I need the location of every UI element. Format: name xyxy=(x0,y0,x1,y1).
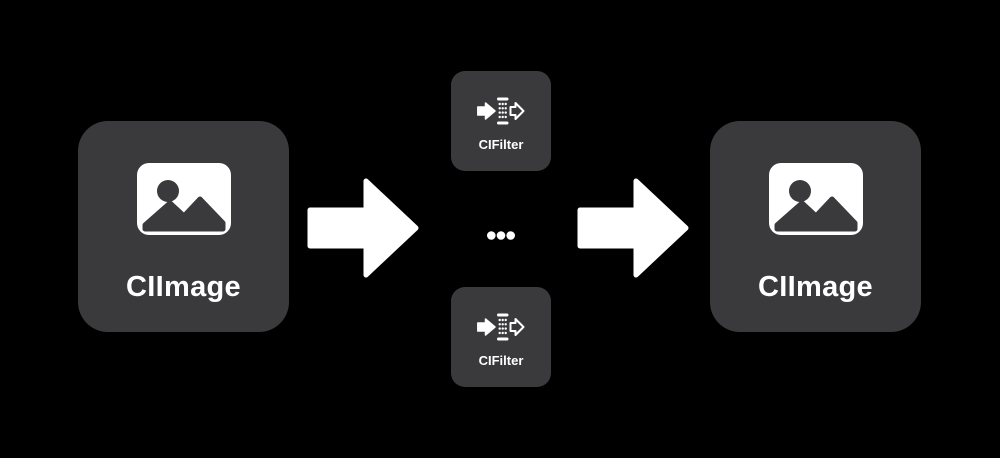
arrow-right-icon xyxy=(577,178,689,278)
filter-icon xyxy=(477,97,525,125)
ciimage-output-label: CIImage xyxy=(758,271,873,303)
ciimage-input-node: CIImage xyxy=(78,121,289,332)
ciimage-input-label: CIImage xyxy=(126,271,241,303)
cifilter-node-1: CIFilter xyxy=(451,71,551,171)
filter-icon xyxy=(477,313,525,341)
photo-icon xyxy=(768,163,863,235)
arrow-right-icon xyxy=(307,178,419,278)
cifilter-node-2: CIFilter xyxy=(451,287,551,387)
ciimage-output-node: CIImage xyxy=(710,121,921,332)
cifilter-label-2: CIFilter xyxy=(478,353,524,368)
photo-icon xyxy=(136,163,231,235)
ellipsis-icon xyxy=(487,231,515,240)
cifilter-label-1: CIFilter xyxy=(478,137,524,152)
